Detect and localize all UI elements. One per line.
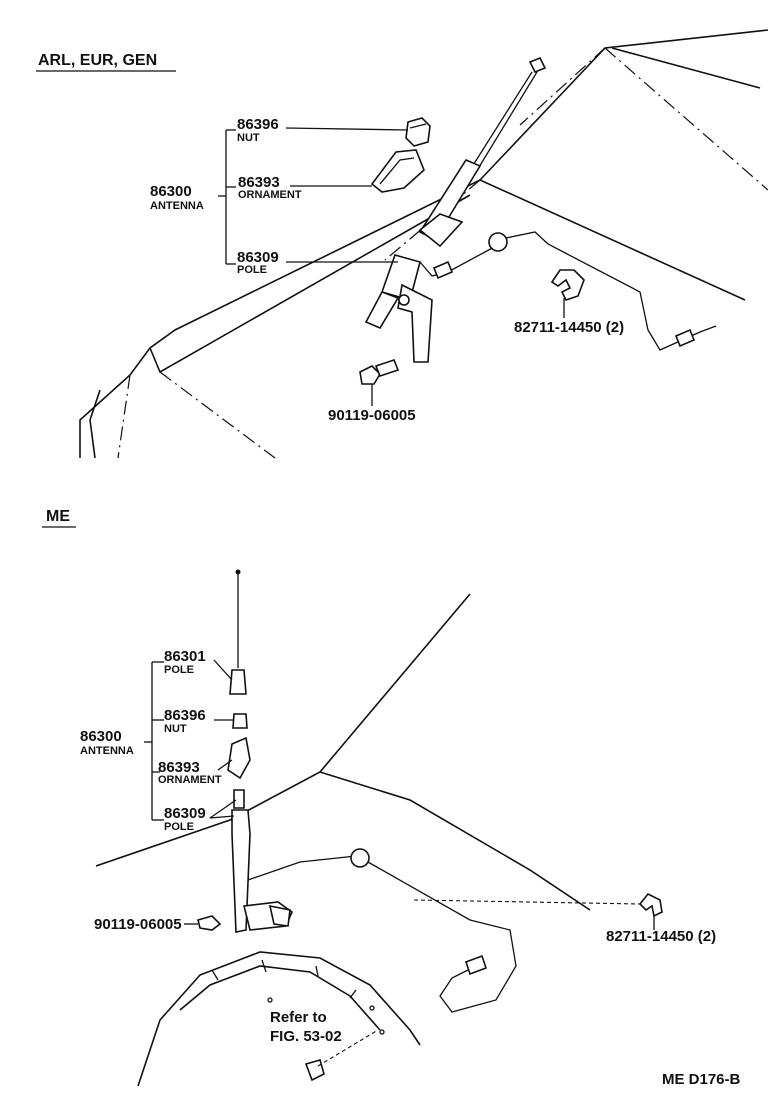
top-ornament-name: ORNAMENT — [238, 189, 302, 201]
top-car-body — [79, 29, 768, 459]
top-nut-number: 86396 — [237, 116, 279, 133]
top-pole-name: POLE — [237, 264, 267, 276]
bottom-clamp-label: 82711-14450 (2) — [606, 928, 716, 945]
figure-reference-label: FIG. 53-02 — [270, 1028, 342, 1045]
top-antenna-name: ANTENNA — [150, 200, 204, 212]
top-section-title: ARL, EUR, GEN — [38, 52, 157, 69]
bottom-bolt-label: 90119-06005 — [94, 916, 182, 933]
top-nut-name: NUT — [237, 132, 260, 144]
top-clamp-label: 82711-14450 (2) — [514, 319, 624, 336]
top-antenna-mast — [364, 56, 547, 363]
bottom-leader-lines — [144, 659, 655, 930]
bottom-section-title: ME — [46, 508, 70, 525]
bottom-clamp-part — [638, 892, 663, 918]
bottom-pole2-name: POLE — [164, 821, 194, 833]
bottom-ornament-name: ORNAMENT — [158, 774, 222, 786]
top-pole-number: 86309 — [237, 249, 279, 266]
top-section: ARL, EUR, GEN — [36, 29, 768, 459]
bottom-section: ME — [42, 508, 716, 1087]
bottom-ornament-number: 86393 — [158, 759, 200, 776]
top-cable — [419, 231, 717, 351]
bottom-clip-leader — [317, 1029, 379, 1067]
top-bolt-part — [359, 359, 400, 385]
bottom-antenna-name: ANTENNA — [80, 745, 134, 757]
bottom-nut-name: NUT — [164, 723, 187, 735]
bottom-fender-body — [95, 593, 591, 1087]
top-leader-lines — [218, 127, 565, 406]
bottom-pole-number: 86301 — [164, 648, 206, 665]
bottom-antenna-number: 86300 — [80, 728, 122, 745]
bottom-bolt-part — [197, 915, 222, 931]
top-antenna-number: 86300 — [150, 183, 192, 200]
top-bolt-label: 90119-06005 — [328, 407, 416, 424]
bottom-pole-name: POLE — [164, 664, 194, 676]
footer-code: ME D176-B — [662, 1071, 741, 1088]
top-ornament-part — [370, 149, 425, 193]
bottom-cable — [247, 848, 517, 1013]
bottom-clip-part — [304, 1059, 325, 1082]
bottom-antenna-mast — [227, 569, 293, 933]
top-clamp-part — [550, 269, 585, 301]
bottom-pole2-number: 86309 — [164, 805, 206, 822]
refer-to-label: Refer to — [270, 1009, 327, 1026]
top-ornament-number: 86393 — [238, 174, 280, 191]
bottom-clamp-leader — [413, 899, 641, 905]
bottom-nut-number: 86396 — [164, 707, 206, 724]
top-nut-part — [405, 117, 431, 147]
